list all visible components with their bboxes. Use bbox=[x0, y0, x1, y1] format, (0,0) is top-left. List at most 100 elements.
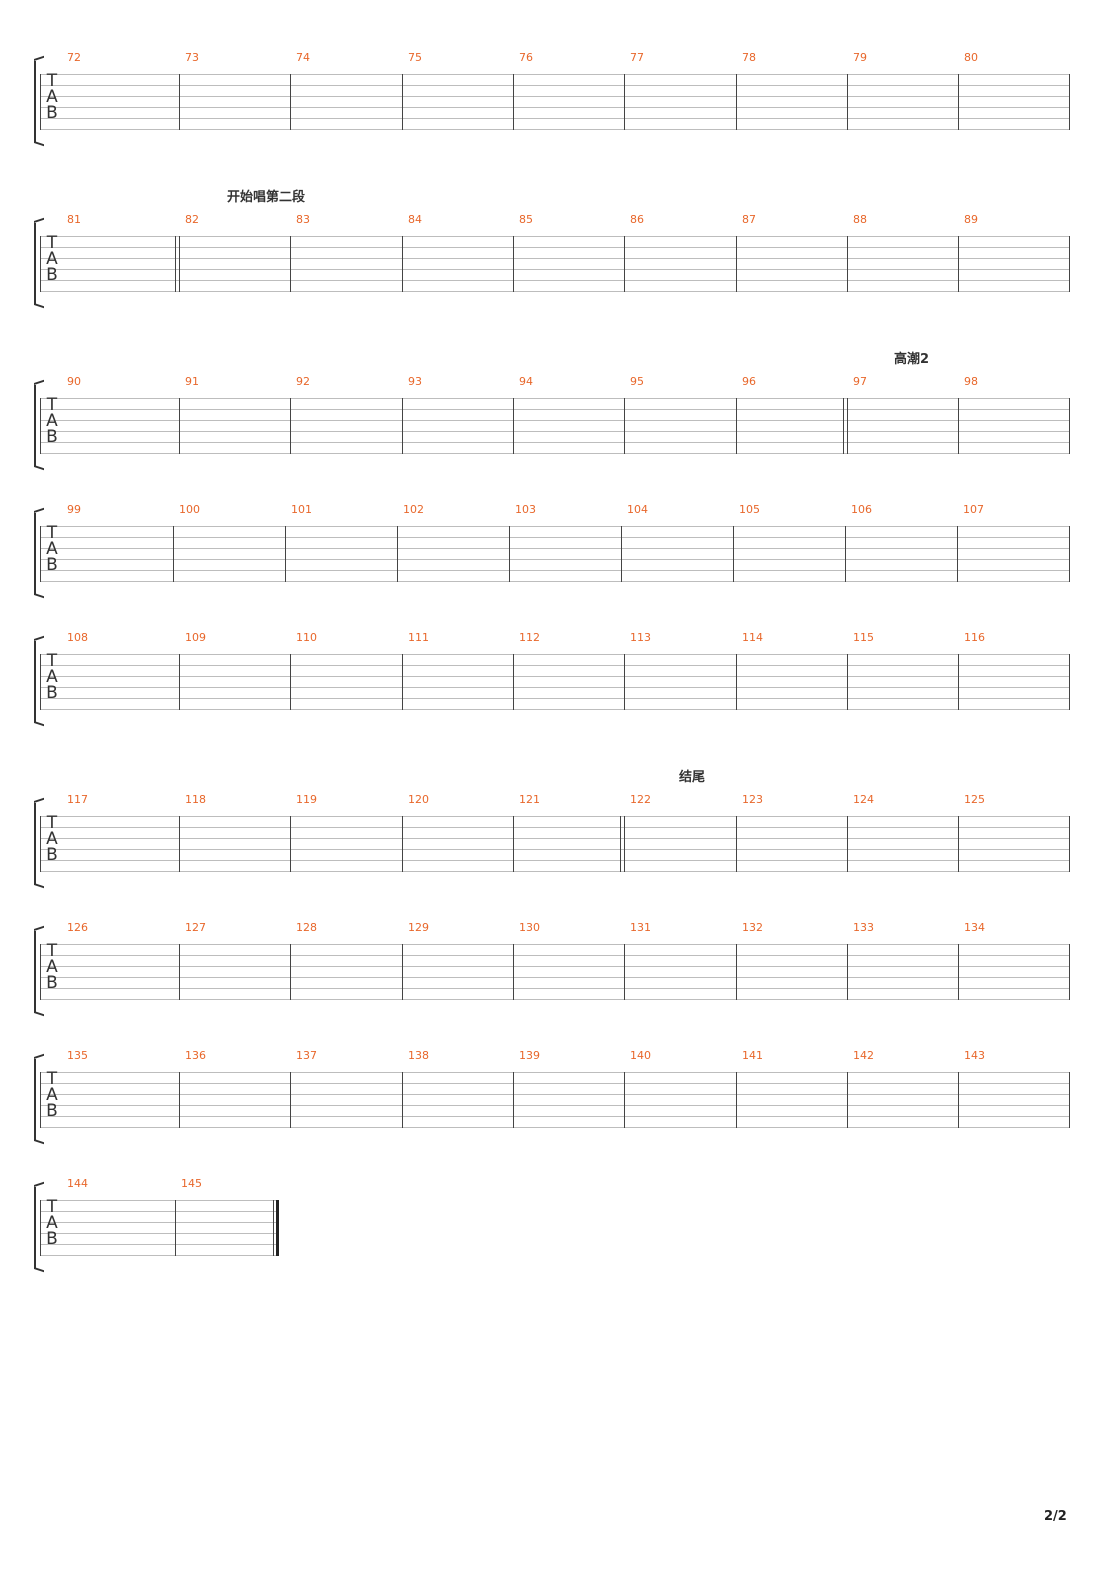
staff-line bbox=[40, 559, 1070, 560]
measure-number: 114 bbox=[742, 631, 763, 644]
barline bbox=[402, 654, 403, 710]
tab-clef-letter: B bbox=[46, 973, 58, 993]
barline bbox=[736, 236, 737, 292]
system-bracket bbox=[34, 507, 46, 602]
measure-number: 97 bbox=[853, 375, 867, 388]
measure-number: 112 bbox=[519, 631, 540, 644]
measure-number: 89 bbox=[964, 213, 978, 226]
system-bracket bbox=[34, 797, 46, 892]
barline bbox=[624, 74, 625, 130]
measure-number: 138 bbox=[408, 1049, 429, 1062]
barline bbox=[179, 944, 180, 1000]
measure-number: 96 bbox=[742, 375, 756, 388]
barline bbox=[173, 526, 174, 582]
barline bbox=[736, 74, 737, 130]
barline bbox=[958, 654, 959, 710]
barline bbox=[402, 816, 403, 872]
measure-number: 142 bbox=[853, 1049, 874, 1062]
staff-line bbox=[40, 269, 1070, 270]
staff-line bbox=[40, 977, 1070, 978]
final-barline-thin bbox=[273, 1200, 274, 1256]
measure-number: 111 bbox=[408, 631, 429, 644]
tab-clef-letter: A bbox=[46, 957, 58, 977]
staff-line bbox=[40, 849, 1070, 850]
barline bbox=[40, 74, 41, 130]
barline bbox=[957, 526, 958, 582]
barline bbox=[736, 816, 737, 872]
staff-line bbox=[40, 676, 1070, 677]
barline bbox=[509, 526, 510, 582]
measure-number: 130 bbox=[519, 921, 540, 934]
barline bbox=[402, 74, 403, 130]
barline bbox=[40, 526, 41, 582]
measure-number: 101 bbox=[291, 503, 312, 516]
measure-number: 141 bbox=[742, 1049, 763, 1062]
staff-line bbox=[40, 581, 1070, 582]
barline bbox=[958, 816, 959, 872]
tab-clef-letter: B bbox=[46, 265, 58, 285]
staff-line bbox=[40, 698, 1070, 699]
measure-number: 119 bbox=[296, 793, 317, 806]
staff-line bbox=[40, 988, 1070, 989]
barline bbox=[736, 398, 737, 454]
barline bbox=[1069, 1072, 1070, 1128]
measure-number: 78 bbox=[742, 51, 756, 64]
staff-line bbox=[40, 570, 1070, 571]
barline bbox=[847, 816, 848, 872]
measure-number: 86 bbox=[630, 213, 644, 226]
double-barline bbox=[843, 398, 844, 454]
measure-number: 144 bbox=[67, 1177, 88, 1190]
measure-number: 139 bbox=[519, 1049, 540, 1062]
barline bbox=[958, 236, 959, 292]
barline bbox=[1069, 74, 1070, 130]
staff-line bbox=[40, 420, 1070, 421]
barline bbox=[958, 74, 959, 130]
barline bbox=[402, 1072, 403, 1128]
barline bbox=[1069, 236, 1070, 292]
barline bbox=[179, 74, 180, 130]
tab-clef-letter: A bbox=[46, 667, 58, 687]
barline bbox=[513, 236, 514, 292]
measure-number: 99 bbox=[67, 503, 81, 516]
barline bbox=[624, 654, 625, 710]
measure-number: 88 bbox=[853, 213, 867, 226]
barline bbox=[40, 1072, 41, 1128]
tab-clef-letter: B bbox=[46, 845, 58, 865]
barline bbox=[624, 398, 625, 454]
barline bbox=[40, 236, 41, 292]
measure-number: 77 bbox=[630, 51, 644, 64]
measure-number: 124 bbox=[853, 793, 874, 806]
measure-number: 82 bbox=[185, 213, 199, 226]
measure-number: 126 bbox=[67, 921, 88, 934]
tab-clef-letter: T bbox=[46, 523, 58, 543]
tab-clef-letter: T bbox=[46, 941, 58, 961]
measure-number: 131 bbox=[630, 921, 651, 934]
measure-number: 122 bbox=[630, 793, 651, 806]
measure-number: 137 bbox=[296, 1049, 317, 1062]
barline bbox=[847, 654, 848, 710]
measure-number: 136 bbox=[185, 1049, 206, 1062]
staff-line bbox=[40, 860, 1070, 861]
staff-line bbox=[40, 409, 1070, 410]
barline bbox=[290, 74, 291, 130]
staff-line bbox=[40, 1083, 1070, 1084]
staff-line bbox=[40, 431, 1070, 432]
barline bbox=[624, 1072, 625, 1128]
tab-clef-letter: B bbox=[46, 103, 58, 123]
measure-number: 84 bbox=[408, 213, 422, 226]
staff-line bbox=[40, 442, 1070, 443]
staff-line bbox=[40, 1255, 279, 1256]
barline bbox=[40, 944, 41, 1000]
barline bbox=[847, 398, 848, 454]
measure-number: 143 bbox=[964, 1049, 985, 1062]
measure-number: 105 bbox=[739, 503, 760, 516]
measure-number: 90 bbox=[67, 375, 81, 388]
barline bbox=[179, 816, 180, 872]
